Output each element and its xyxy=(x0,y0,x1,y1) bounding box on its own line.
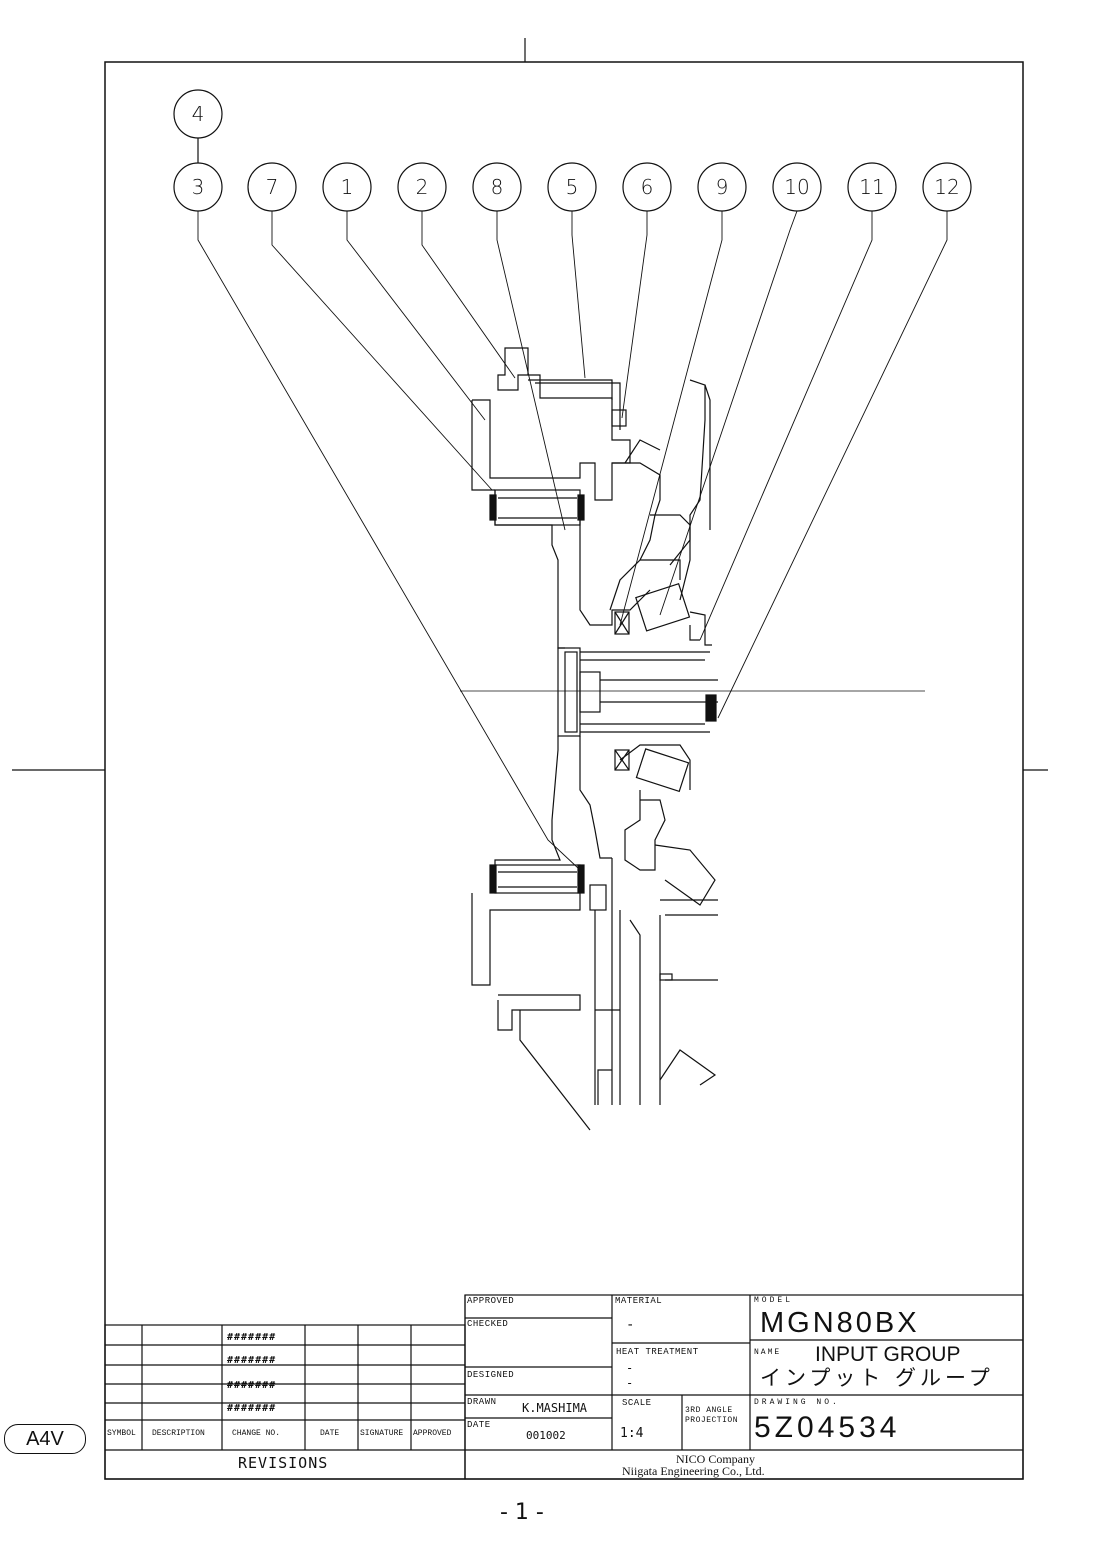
callout-label: 3 xyxy=(192,175,205,199)
revision-change-no: ####### xyxy=(227,1380,277,1391)
revision-change-no: ####### xyxy=(227,1332,277,1343)
page-number: - 1 - xyxy=(500,1500,544,1525)
projection-label-1: 3RD ANGLE xyxy=(685,1406,733,1415)
date-label: DATE xyxy=(467,1420,491,1430)
revision-header-date: DATE xyxy=(320,1429,340,1438)
callout-label: 8 xyxy=(491,175,504,199)
leader-lines xyxy=(197,210,948,869)
scale-value: 1:4 xyxy=(620,1426,644,1441)
taper-roller-upper xyxy=(635,582,691,632)
revisions-title: REVISIONS xyxy=(238,1454,329,1472)
name-value-jp: インプット グループ xyxy=(760,1366,994,1390)
drawing-no-label: DRAWING NO. xyxy=(754,1398,840,1407)
revision-change-no: ####### xyxy=(227,1403,277,1414)
drawn-label: DRAWN xyxy=(467,1397,497,1407)
callout-label: 1 xyxy=(341,175,354,199)
revision-header-signature: SIGNATURE xyxy=(360,1429,404,1438)
checked-label: CHECKED xyxy=(467,1319,509,1329)
revision-header-change-no: CHANGE NO. xyxy=(232,1429,281,1438)
material-label: MATERIAL xyxy=(615,1296,663,1306)
title-block xyxy=(104,1294,1024,1480)
heat-treatment-label: HEAT TREATMENT xyxy=(616,1347,699,1357)
revision-change-no: ####### xyxy=(227,1355,277,1366)
bearing-lower xyxy=(494,864,581,894)
approved-label: APPROVED xyxy=(467,1296,515,1306)
heat-treatment-value-1: - xyxy=(626,1361,634,1375)
material-value: - xyxy=(626,1317,635,1333)
revision-header-description: DESCRIPTION xyxy=(152,1429,205,1438)
paper-size-badge: A4V xyxy=(4,1424,86,1454)
heat-treatment-value-2: - xyxy=(626,1376,634,1390)
date-value: 001002 xyxy=(526,1429,566,1442)
model-value: MGN80BX xyxy=(760,1307,920,1339)
callout-label: 10 xyxy=(784,175,809,199)
name-value: INPUT GROUP xyxy=(815,1343,961,1366)
scale-label: SCALE xyxy=(622,1398,652,1408)
callout-label: 2 xyxy=(416,175,429,199)
callout-label: 12 xyxy=(934,175,959,199)
revision-header-approved: APPROVED xyxy=(413,1429,452,1438)
revision-header-symbol: SYMBOL xyxy=(107,1429,136,1438)
model-label: MODEL xyxy=(754,1296,794,1305)
callout-balloons xyxy=(173,89,972,212)
company-name-full: Niigata Engineering Co., Ltd. xyxy=(622,1464,765,1478)
section-hub xyxy=(557,647,718,737)
name-label: NAME xyxy=(754,1348,782,1357)
company-name: NICO Company xyxy=(676,1452,755,1466)
callout-label: 5 xyxy=(566,175,579,199)
section-lower xyxy=(471,736,718,1131)
callout-label: 7 xyxy=(266,175,279,199)
callout-label: 4 xyxy=(192,102,205,126)
callout-label: 11 xyxy=(859,175,884,199)
drawn-value: K.MASHIMA xyxy=(522,1401,588,1415)
designed-label: DESIGNED xyxy=(467,1370,515,1380)
drawing-border xyxy=(104,61,1024,1480)
drawing-no-value: 5Z04534 xyxy=(754,1411,901,1444)
callout-label: 6 xyxy=(641,175,654,199)
taper-roller-lower xyxy=(635,748,690,793)
projection-label-2: PROJECTION xyxy=(685,1416,739,1425)
bearing-upper xyxy=(494,489,581,526)
section-upper xyxy=(471,347,712,649)
callout-label: 9 xyxy=(716,175,729,199)
